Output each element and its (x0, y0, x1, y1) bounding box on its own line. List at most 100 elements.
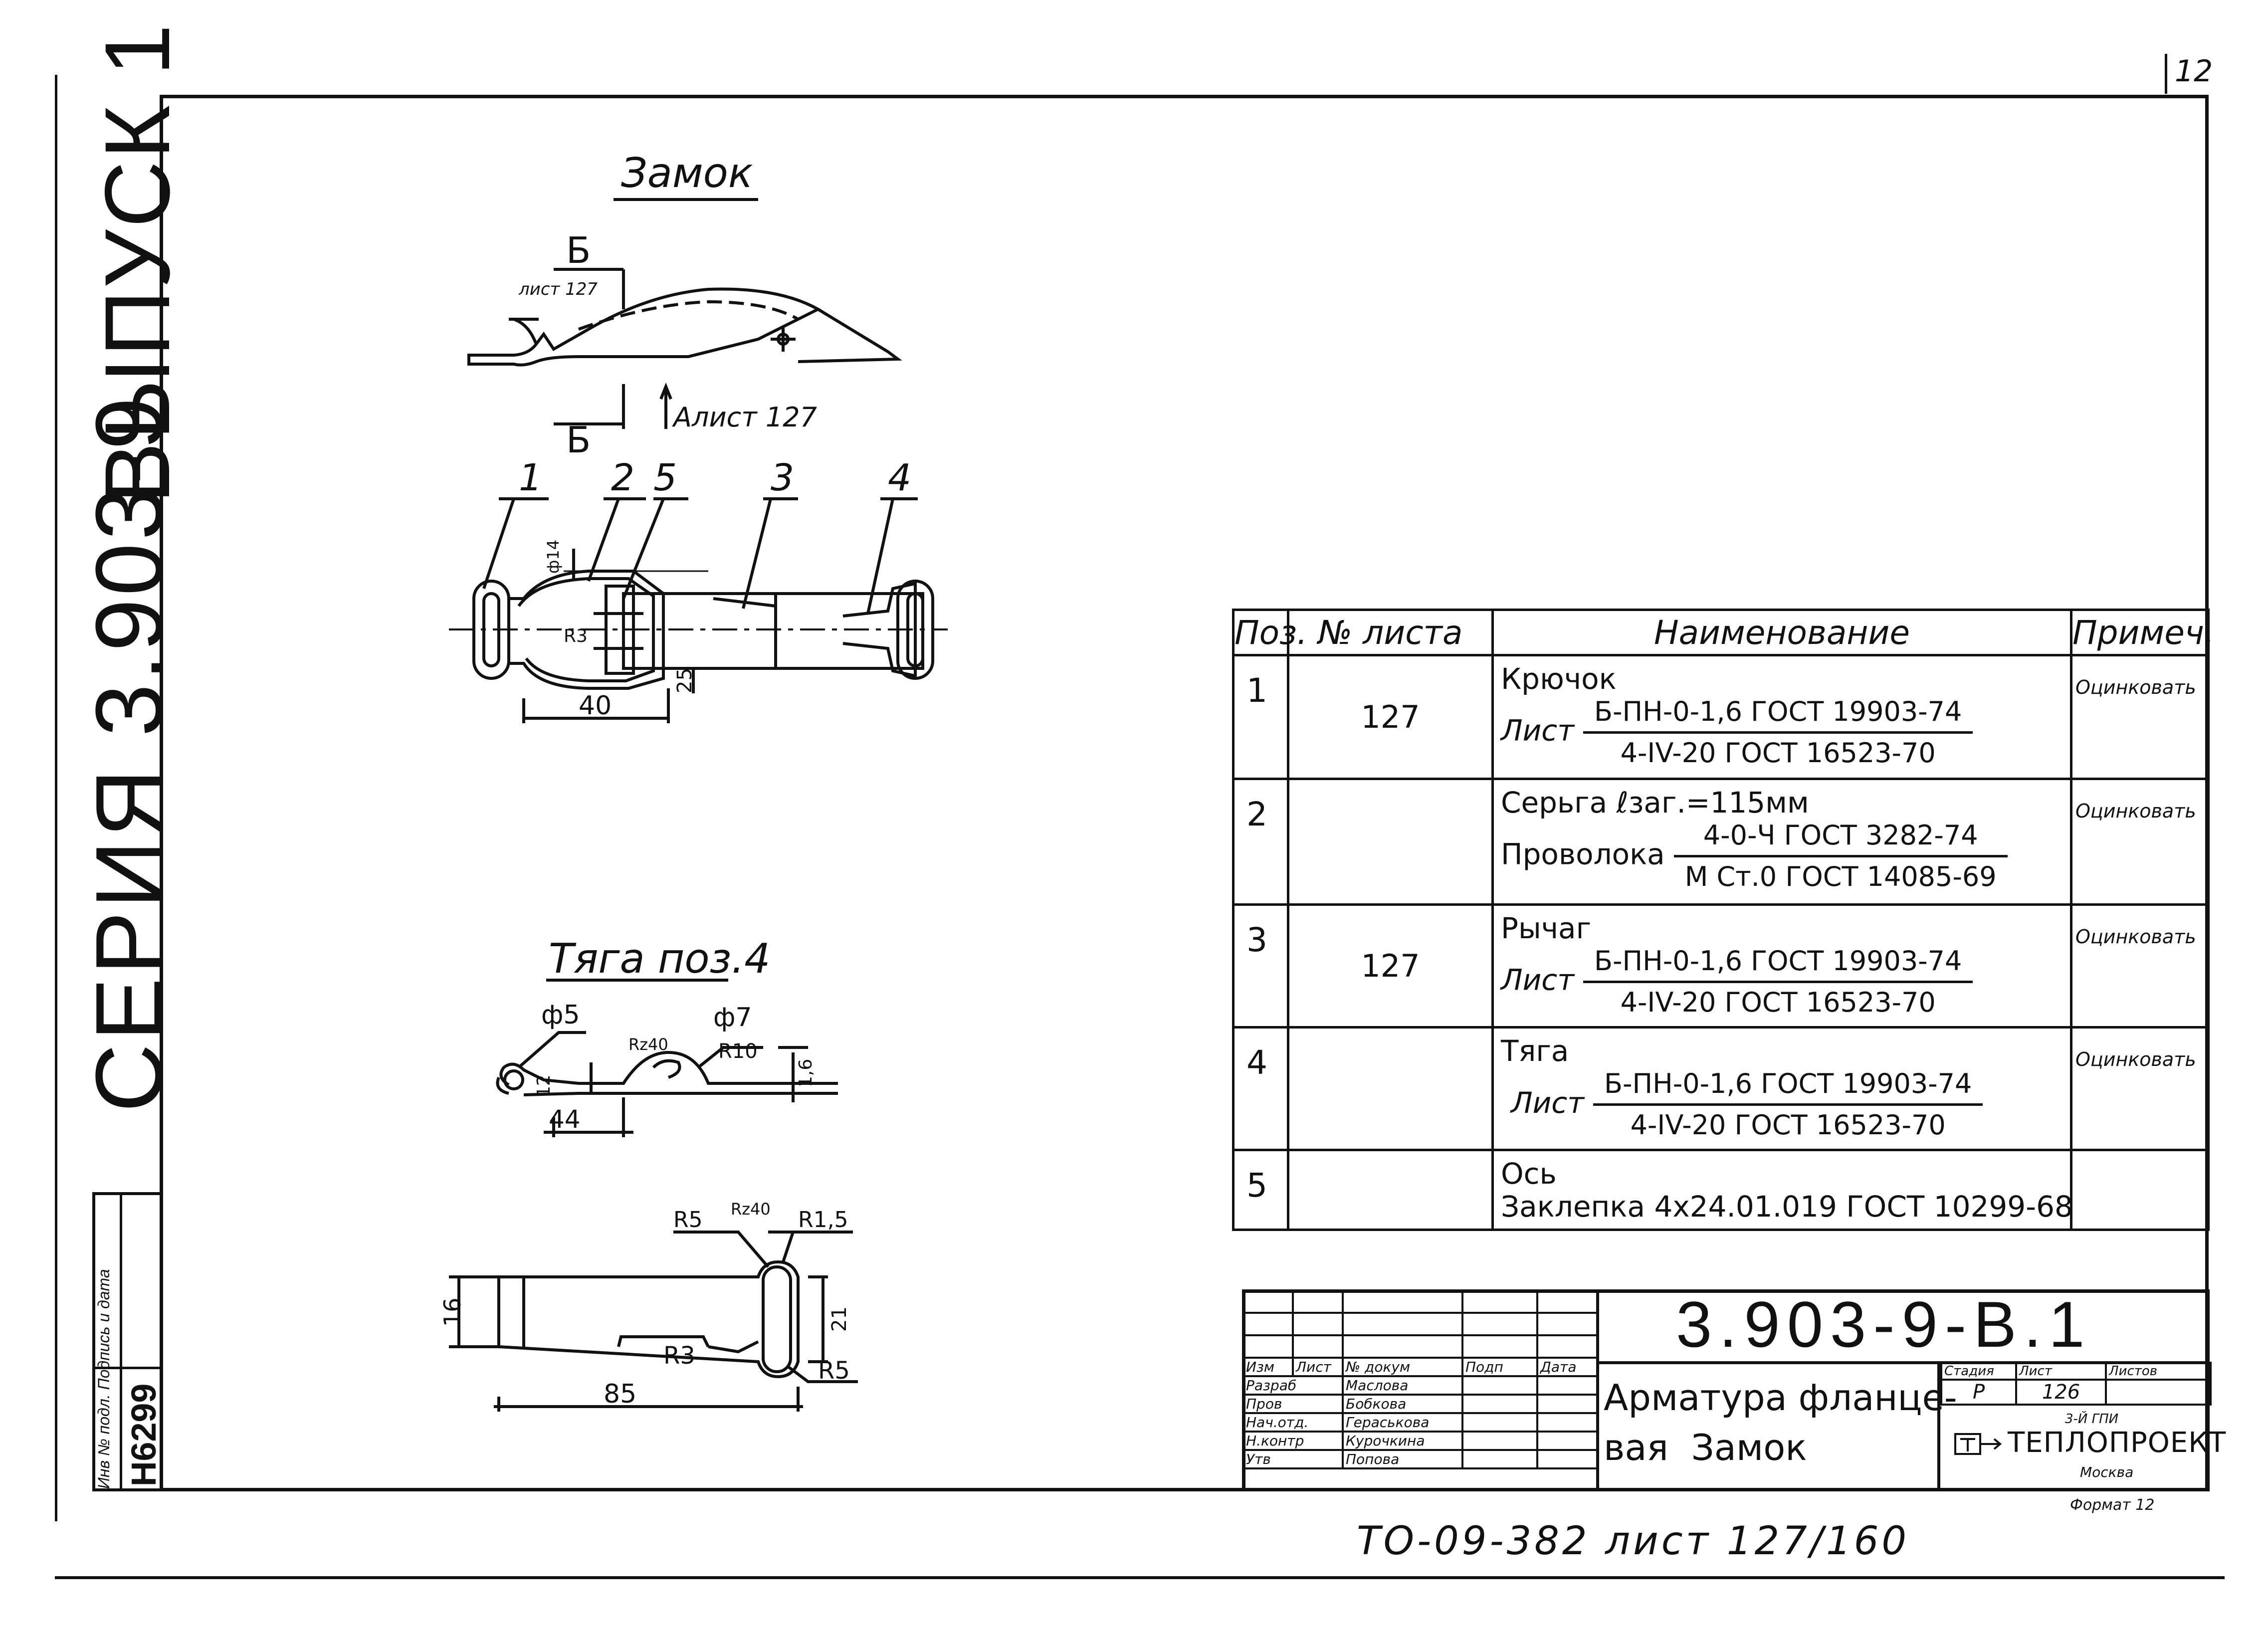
org-name: ТЕПЛОПРОЕКТ (2008, 1427, 2227, 1459)
page-number-mark (2165, 54, 2167, 94)
org-logo-icon (1954, 1433, 2002, 1455)
part-name: Тяга (1501, 1034, 1569, 1068)
role-label: Пров (1242, 1394, 1344, 1414)
lock-drawing (449, 198, 948, 1412)
role-label: Н.контр (1242, 1431, 1344, 1451)
inventory-block (92, 1192, 160, 1491)
fraction-denominator: 4-IV-20 ГОСТ 16523-70 (1630, 1109, 1946, 1141)
footer-ref: ТО-09-382 лист 127/160 (1357, 1519, 1909, 1564)
dim-21: 21 (828, 1306, 851, 1332)
rod-title: Тяга поз.4 (549, 935, 771, 983)
part-name: Крючок (1501, 662, 1617, 696)
head-izm: Изм (1242, 1357, 1294, 1377)
cell-pos: 5 (1232, 1149, 1289, 1231)
dim-r5-bottom: R5 (818, 1357, 850, 1385)
dim-12: 12 (534, 1074, 554, 1097)
fraction-numerator: Б-ПН-0-1,6 ГОСТ 19903-74 (1583, 945, 1973, 983)
cell-sheet (1287, 1026, 1494, 1151)
role-name: Гераськова (1342, 1412, 1463, 1433)
head-doc: № докум (1342, 1357, 1463, 1377)
dim-16: 16 (439, 1297, 466, 1327)
material-prefix: Проволока (1501, 837, 1665, 871)
role-label: Утв (1242, 1449, 1344, 1469)
sheets-label: Листов (2105, 1362, 2212, 1381)
sheet-label: Лист (2015, 1362, 2107, 1381)
cell-name: Ось Заклепка 4х24.01.019 ГОСТ 10299-68 (1491, 1149, 2073, 1231)
stamp-role-row: Утв Попова (1242, 1449, 1598, 1469)
footer-line (55, 1576, 2225, 1579)
dim-phi5: ф5 (541, 1000, 580, 1030)
sheet-value: 126 (2015, 1379, 2107, 1406)
material-prefix: Лист (1511, 1085, 1584, 1120)
binding-line (55, 75, 57, 1521)
role-name: Маслова (1342, 1375, 1463, 1396)
org-line1: 3-Й ГПИ (2065, 1412, 2119, 1427)
stamp-role-row: Пров Бобкова (1242, 1394, 1598, 1414)
fraction-denominator: 4-IV-20 ГОСТ 16523-70 (1620, 737, 1936, 769)
role-name: Курочкина (1342, 1431, 1463, 1451)
dim-25: 25 (673, 668, 696, 693)
dim-rz40-b: Rz40 (731, 1200, 771, 1219)
material-prefix: Лист (1501, 713, 1574, 748)
doc-title-line2: вая Замок (1604, 1427, 1807, 1468)
inventory-divider (92, 1367, 160, 1369)
callout-4: 4 (888, 456, 912, 499)
dim-40: 40 (579, 691, 612, 721)
doc-title-cell (1596, 1362, 1940, 1491)
lock-title: Замок (621, 150, 753, 197)
role-name: Бобкова (1342, 1394, 1463, 1414)
cell-sheet (1287, 778, 1494, 906)
part-name: Рычаг (1501, 911, 1592, 945)
org-city: Москва (2080, 1464, 2134, 1480)
header-sheet: № листа (1287, 609, 1494, 656)
stage-table: Стадия Лист Листов Р 126 (1940, 1362, 2212, 1406)
fraction-numerator: Б-ПН-0-1,6 ГОСТ 19903-74 (1593, 1067, 1983, 1106)
dim-85: 85 (604, 1379, 637, 1409)
dim-44: 44 (549, 1105, 581, 1134)
spec-row: 5 Ось Заклепка 4х24.01.019 ГОСТ 10299-68 (1232, 1149, 2210, 1231)
lock-section-mark-lower: Б (566, 419, 591, 461)
doc-code: 3.903-9-В.1 (1676, 1288, 2092, 1361)
stamp-grid: Изм Лист № докум Подп Дата Разраб Маслов… (1242, 1289, 1598, 1469)
part-detail: Заклепка 4х24.01.019 ГОСТ 10299-68 (1501, 1190, 2073, 1224)
callout-2: 2 (611, 456, 635, 499)
stamp-role-row: Нач.отд. Гераськова (1242, 1412, 1598, 1433)
material-fraction: 4-0-Ч ГОСТ 3282-74 М Ст.0 ГОСТ 14085-69 (1673, 819, 2008, 893)
fraction-denominator: М Ст.0 ГОСТ 14085-69 (1684, 861, 1997, 892)
dim-rz40: Rz40 (628, 1035, 668, 1054)
sheets-value (2105, 1379, 2212, 1406)
stamp-head-row: Изм Лист № докум Подп Дата (1242, 1357, 1598, 1377)
part-name: Серьга ℓзаг.=115мм (1501, 786, 1809, 820)
cell-sheet (1287, 1149, 1494, 1231)
dim-d14: ф14 (544, 539, 563, 574)
cell-note: Оцинковать (2070, 903, 2210, 1029)
header-name: Наименование (1491, 609, 2072, 656)
lock-section-mark: Б (566, 229, 591, 271)
role-label: Нач.отд. (1242, 1412, 1344, 1433)
stamp-role-row: Разраб Маслова (1242, 1375, 1598, 1396)
callout-1: 1 (519, 456, 543, 499)
lock-section-ref: лист 127 (519, 279, 598, 299)
doc-code-cell (1596, 1289, 2210, 1364)
role-name: Попова (1342, 1449, 1463, 1469)
format-label: Формат 12 (2070, 1496, 2155, 1514)
dim-r3-rod: R3 (663, 1342, 695, 1370)
cell-note: Оцинковать (2070, 778, 2210, 906)
fraction-numerator: 4-0-Ч ГОСТ 3282-74 (1673, 819, 2008, 857)
head-list: Лист (1292, 1357, 1344, 1377)
header-pos: Поз. (1232, 609, 1307, 656)
inventory-divider-v (120, 1192, 122, 1491)
dim-r1-5: R1,5 (798, 1207, 848, 1233)
dim-r10: R10 (718, 1040, 758, 1063)
cell-note: Оцинковать (2070, 654, 2210, 780)
cell-pos: 1 (1232, 654, 1289, 780)
head-date: Дата (1536, 1357, 1598, 1377)
spec-header-row: Поз. № листа Наименование Примеч. (1232, 609, 2215, 656)
role-label: Разраб (1242, 1375, 1344, 1396)
